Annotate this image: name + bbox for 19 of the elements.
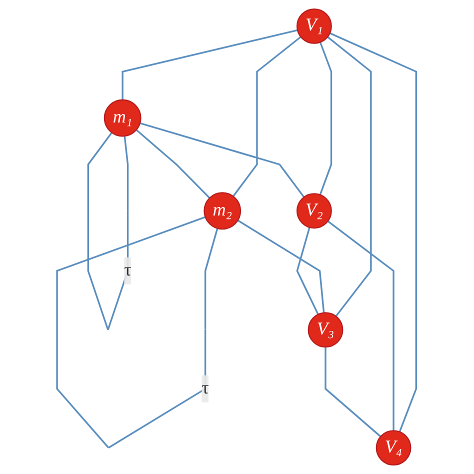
connector — [136, 129, 211, 199]
connector — [238, 220, 326, 313]
node-circle: m₂ — [204, 192, 242, 230]
connector — [296, 227, 320, 315]
connector — [325, 347, 382, 438]
connector — [327, 36, 372, 317]
node-circle: V₄ — [376, 430, 412, 466]
node-circle: m₁ — [104, 99, 142, 137]
edge-label: τ — [202, 378, 210, 398]
edge-label: τ — [124, 260, 132, 280]
connector — [320, 42, 333, 196]
node-circle: V₁ — [296, 8, 332, 44]
connector — [140, 122, 306, 198]
node-circle: V₃ — [308, 312, 344, 348]
node-circle: V₂ — [296, 193, 332, 229]
connector — [232, 36, 302, 197]
connector — [328, 220, 395, 431]
connector — [122, 29, 298, 100]
connector — [330, 32, 418, 432]
